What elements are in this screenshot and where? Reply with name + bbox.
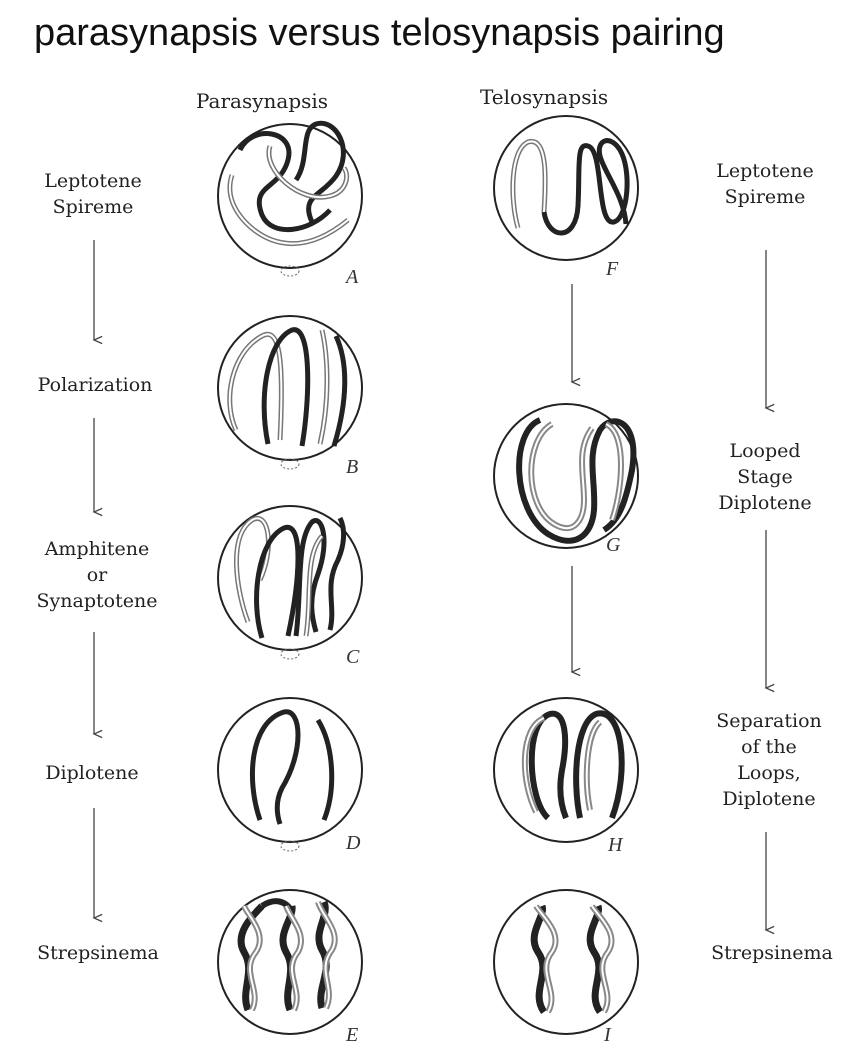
cell-i-membrane [494, 890, 638, 1034]
cell-h-membrane [494, 698, 638, 842]
cell-c [218, 506, 362, 659]
cell-i-strand-2-dark [590, 906, 600, 1012]
cell-b-dark-2 [334, 336, 345, 446]
cell-g [494, 404, 638, 548]
cell-a [218, 123, 362, 276]
cell-d-dark-2 [318, 720, 332, 820]
cell-d [218, 698, 362, 851]
cell-h-dark-1 [532, 714, 566, 818]
cell-g-light-2-outer [606, 424, 621, 520]
cell-f [494, 116, 638, 260]
cell-a-thread-dark-2 [296, 123, 343, 222]
cell-c-dark-3 [330, 518, 344, 630]
cell-h-dark-2 [576, 713, 622, 818]
cell-e [218, 890, 362, 1034]
cell-i-strand-1-dark [534, 906, 544, 1012]
cell-c-dark-1 [257, 527, 298, 638]
cell-e-strand-2-dark [283, 906, 292, 1010]
cell-f-dark [544, 141, 627, 233]
cell-b [218, 316, 362, 469]
cell-b-membrane [218, 316, 362, 460]
cell-b-dark-1 [264, 330, 308, 446]
cell-h [494, 698, 638, 842]
cell-d-dark-1 [252, 712, 298, 824]
cell-i [494, 890, 638, 1034]
